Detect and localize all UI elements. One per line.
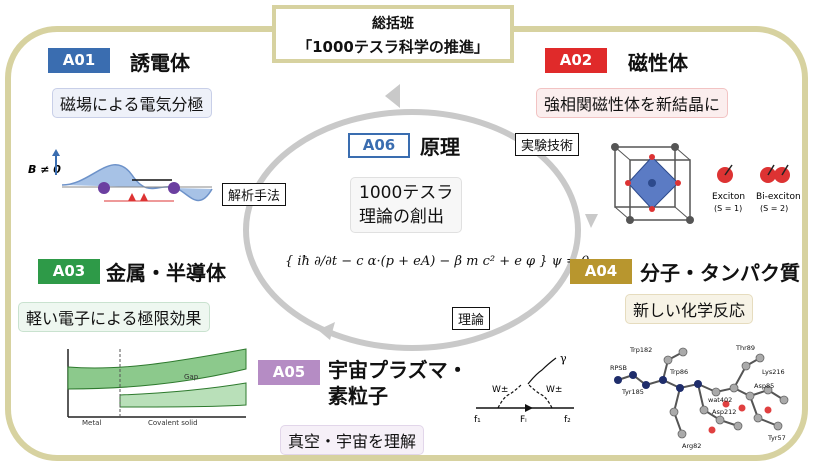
residue-label: Tyr185 [621, 388, 644, 396]
residue-label: wat402 [708, 396, 732, 404]
title-a01: 誘電体 [130, 51, 190, 75]
metal-label: Metal [82, 419, 101, 427]
residue-label: Lys216 [762, 368, 785, 376]
fermion-f2-label: f₂ [564, 415, 571, 425]
fermion-fi-label: Fᵢ [520, 415, 527, 425]
residue-label: Thr89 [735, 344, 755, 352]
subtitle-a06: 1000テスラ 理論の創出 [350, 177, 463, 233]
badge-a03: A03 [38, 259, 100, 284]
experiment-technique-label: 実験技術 [515, 133, 580, 156]
residue-label: RPSB [610, 364, 627, 372]
dirac-equation: { iħ ∂/∂t − c α·(p + eA) − β m c² + e φ … [285, 254, 590, 269]
feynman-diagram: γ W± W± f₁ Fᵢ f₂ [474, 352, 574, 425]
title-a05-line1: 宇宙プラズマ・ [328, 358, 468, 382]
biexciton-spin-label: (S = 2) [760, 204, 788, 213]
band-gap-figure: Gap Metal Covalent solid [67, 348, 247, 427]
residue-label: Asp212 [712, 408, 736, 416]
subtitle-a06-line2: 理論の創出 [359, 207, 444, 227]
residue-label: Trp86 [669, 368, 688, 376]
subtitle-a01: 磁場による電気分極 [52, 88, 212, 118]
subtitle-a02: 強相関磁性体を新結晶に [536, 88, 729, 118]
badge-a02: A02 [545, 48, 607, 73]
badge-a05: A05 [258, 360, 320, 385]
residue-label: Asp85 [754, 382, 774, 390]
fermion-f1-label: f₁ [474, 415, 481, 425]
cycle-arrow-top [385, 84, 400, 108]
biexciton-label: Bi-exciton [756, 192, 801, 202]
photon-label: γ [560, 352, 567, 365]
steering-group-subtitle: 「1000テスラ科学の推進」 [297, 38, 489, 56]
magnetic-crystal-figure: Exciton (S = 1) Bi-exciton (S = 2) [611, 143, 801, 224]
w-boson-left-label: W± [492, 385, 508, 395]
w-boson-right-label: W± [546, 385, 562, 395]
subtitle-a03: 軽い電子による極限効果 [18, 302, 210, 332]
protein-structure-figure: Trp182 Thr89 Lys216 RPSB Tyr185 Trp86 wa… [610, 344, 789, 450]
steering-group-title: 総括班 [372, 16, 414, 32]
subtitle-a04: 新しい化学反応 [625, 294, 754, 324]
residue-label: Tyr57 [767, 434, 786, 442]
analysis-method-label: 解析手法 [222, 183, 287, 206]
steering-group-box: 総括班 「1000テスラ科学の推進」 [272, 5, 514, 63]
dielectric-figure: B ≠ 0 [28, 149, 213, 202]
cycle-arrow-right [585, 214, 598, 228]
field-label: B ≠ 0 [28, 163, 61, 176]
badge-a04: A04 [570, 259, 632, 284]
cycle-arrow-bottom [318, 322, 335, 340]
title-a06: 原理 [420, 135, 460, 159]
badge-a06: A06 [348, 133, 410, 158]
theory-label: 理論 [452, 307, 491, 330]
title-a04: 分子・タンパク質 [640, 261, 800, 285]
residue-label: Trp182 [629, 346, 652, 354]
subtitle-a06-line1: 1000テスラ [359, 183, 454, 203]
subtitle-a05: 真空・宇宙を理解 [280, 425, 425, 455]
covalent-label: Covalent solid [148, 419, 198, 427]
title-a02: 磁性体 [628, 51, 688, 75]
title-a05: 宇宙プラズマ・ 素粒子 [328, 357, 468, 409]
gap-label: Gap [184, 373, 199, 381]
exciton-label: Exciton [712, 192, 745, 202]
title-a03: 金属・半導体 [106, 261, 226, 285]
exciton-spin-label: (S = 1) [714, 204, 742, 213]
badge-a01: A01 [48, 48, 110, 73]
title-a05-line2: 素粒子 [328, 384, 388, 408]
residue-label: Arg82 [682, 442, 701, 450]
